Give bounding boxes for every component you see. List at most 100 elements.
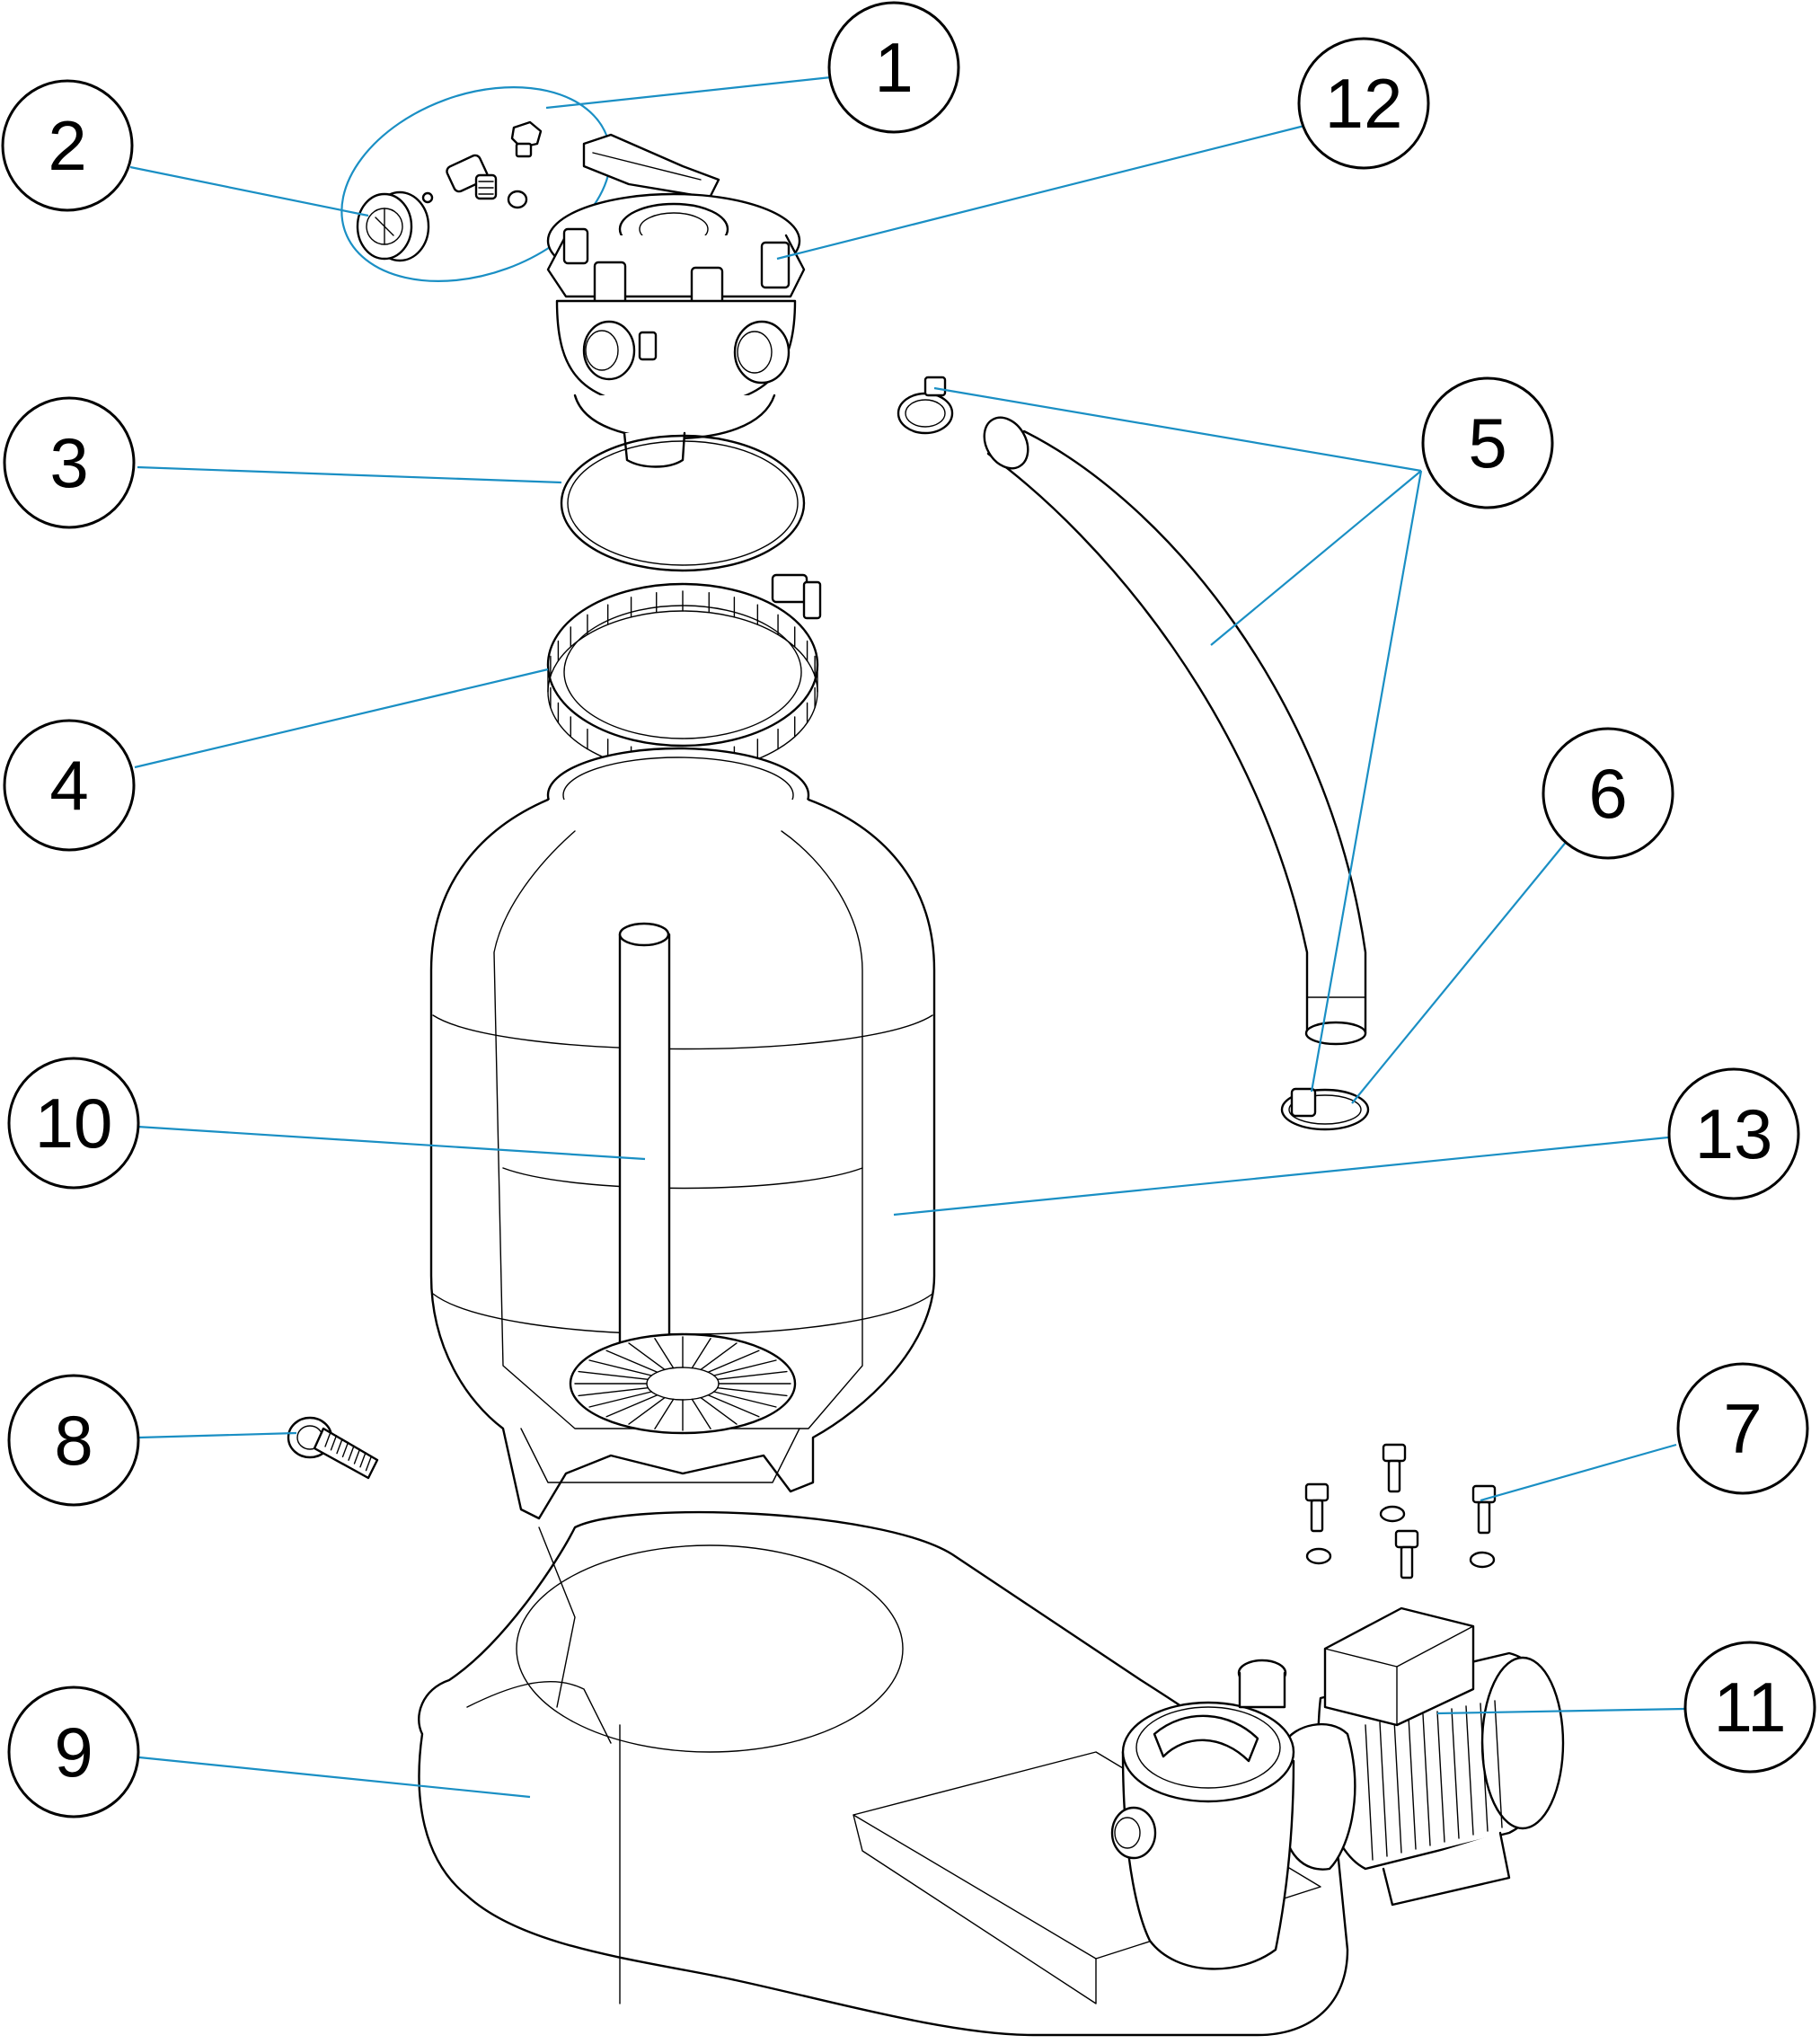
multiport-valve	[546, 133, 806, 468]
bolt	[1394, 1529, 1419, 1579]
collector-spoke	[588, 1359, 653, 1376]
callout-4: 4	[3, 719, 136, 852]
pump	[1110, 1606, 1565, 1970]
collector-spoke	[605, 1349, 658, 1373]
svg-text:12: 12	[1325, 64, 1403, 143]
motor-fin	[1465, 1705, 1474, 1836]
motor-fin	[1408, 1716, 1417, 1850]
svg-text:1: 1	[874, 28, 913, 107]
collector-spoke	[691, 1398, 711, 1429]
collector-spoke	[700, 1396, 738, 1425]
callout-9: 9	[7, 1686, 140, 1818]
callout-1: 1	[827, 1, 960, 134]
central-pipe-collector	[569, 922, 797, 1435]
collector-spoke	[707, 1349, 760, 1373]
bolts-and-washers	[1304, 1443, 1497, 1579]
collector-spoke	[716, 1386, 788, 1397]
thread-line	[336, 1438, 343, 1455]
leader-13	[893, 1136, 1669, 1217]
collector-spoke	[628, 1342, 666, 1371]
svg-text:2: 2	[48, 106, 86, 185]
bolt	[1382, 1443, 1407, 1493]
thread-line	[353, 1448, 361, 1464]
svg-text:8: 8	[54, 1401, 93, 1480]
leader-7	[1480, 1443, 1677, 1502]
thread-line	[341, 1441, 349, 1458]
leader-3	[137, 465, 562, 484]
svg-text:9: 9	[54, 1712, 93, 1792]
svg-text:10: 10	[35, 1084, 113, 1163]
leader-2	[129, 165, 369, 217]
leader-lines	[129, 75, 1685, 1799]
collector-spoke	[712, 1391, 777, 1408]
bolt	[1304, 1482, 1330, 1533]
callout-6: 6	[1542, 727, 1674, 860]
part-accessories-kit	[340, 86, 612, 282]
motor-fin	[1480, 1703, 1489, 1832]
thread-line	[324, 1431, 331, 1447]
filter-tank	[429, 747, 936, 1520]
collector-spoke	[654, 1338, 675, 1369]
washer	[1305, 1547, 1332, 1565]
o-ring-small	[421, 191, 434, 204]
svg-text:4: 4	[49, 746, 88, 825]
leader-5a	[933, 386, 1422, 473]
callout-2: 2	[1, 79, 134, 212]
thread-line	[365, 1455, 373, 1472]
leader-10	[137, 1125, 646, 1161]
collector-spoke	[700, 1342, 738, 1371]
callout-12: 12	[1297, 37, 1430, 170]
svg-text:7: 7	[1723, 1389, 1762, 1468]
collector-spoke	[588, 1391, 653, 1408]
leader-9	[138, 1756, 531, 1799]
leader-12	[776, 124, 1305, 261]
thread-line	[348, 1445, 355, 1461]
callout-11: 11	[1683, 1641, 1816, 1774]
callout-8: 8	[7, 1374, 140, 1507]
leader-4	[134, 668, 549, 769]
collector-spoke	[712, 1359, 777, 1376]
washer	[1469, 1551, 1496, 1569]
bolt	[1471, 1484, 1497, 1535]
leader-5c	[1310, 470, 1423, 1093]
motor-fin	[1422, 1713, 1431, 1846]
motor-fin	[1451, 1708, 1460, 1839]
filter-base	[418, 1510, 1349, 2037]
connection-hose	[897, 376, 1367, 1046]
motor-fin	[1436, 1711, 1445, 1843]
callout-3: 3	[3, 396, 136, 529]
collector-spoke	[578, 1370, 649, 1381]
air-release-plug	[510, 120, 543, 158]
hose-clamp-bottom	[1280, 1087, 1370, 1131]
motor-fin	[1365, 1724, 1374, 1861]
motor-fin	[1393, 1719, 1402, 1854]
leader-8	[138, 1431, 297, 1439]
leader-1	[545, 75, 832, 110]
collector-spoke	[716, 1370, 788, 1381]
svg-text:11: 11	[1714, 1668, 1787, 1747]
collector-spoke	[605, 1394, 658, 1418]
leader-5b	[1210, 470, 1422, 646]
tee-fitting	[446, 154, 498, 200]
svg-text:3: 3	[49, 423, 88, 502]
collector-spoke	[707, 1394, 760, 1418]
collector-spoke	[654, 1398, 675, 1429]
collector-spoke	[578, 1386, 649, 1397]
collector-spoke	[691, 1338, 711, 1369]
motor-fin	[1494, 1700, 1503, 1828]
leader-11	[1436, 1707, 1685, 1715]
washer-small	[507, 190, 528, 209]
motor-fin	[1379, 1721, 1388, 1857]
hose-clamp	[897, 376, 954, 435]
svg-text:13: 13	[1695, 1094, 1773, 1173]
callout-13: 13	[1667, 1067, 1800, 1200]
collector-spoke	[628, 1396, 666, 1425]
callout-10: 10	[7, 1057, 140, 1190]
o-ring-seal	[560, 434, 806, 572]
thread-line	[359, 1452, 367, 1468]
drain-plug	[287, 1416, 379, 1480]
pressure-gauge	[356, 190, 430, 262]
callout-5: 5	[1421, 376, 1554, 509]
svg-text:5: 5	[1468, 403, 1506, 482]
